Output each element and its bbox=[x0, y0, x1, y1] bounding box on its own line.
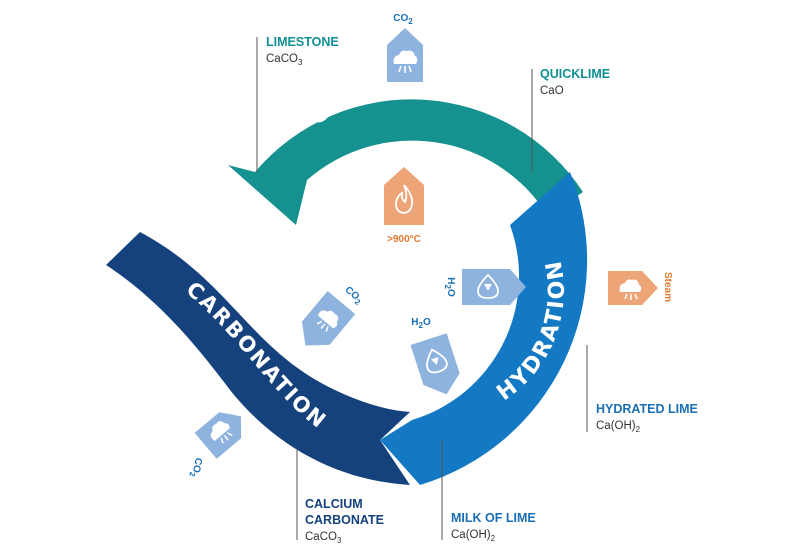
steam-out-label: Steam bbox=[662, 272, 673, 302]
calcium-carbonate-formula: CaCO3 bbox=[305, 531, 342, 545]
calcination-band bbox=[228, 99, 583, 225]
milk-of-lime-label: MILK OF LIME Ca(OH)2 bbox=[451, 511, 536, 543]
hydrated-lime-name: HYDRATED LIME bbox=[596, 402, 698, 416]
co2-in-mid-arrow bbox=[301, 291, 356, 346]
steam-out-arrow: Steam bbox=[608, 271, 673, 305]
cloud-icon bbox=[619, 279, 642, 300]
quicklime-label: QUICKLIME CaO bbox=[540, 67, 610, 97]
flame-icon bbox=[395, 184, 413, 214]
water-in-top-label: H2O bbox=[443, 277, 456, 297]
hydrated-lime-label: HYDRATED LIME Ca(OH)2 bbox=[596, 402, 698, 434]
heat-in-label: >900°C bbox=[387, 234, 421, 245]
milk-of-lime-name: MILK OF LIME bbox=[451, 511, 536, 525]
co2-in-mid-label: CO2 bbox=[341, 285, 365, 308]
water-drop-icon bbox=[426, 348, 448, 374]
limestone-label: LIMESTONE CaCO3 bbox=[266, 35, 339, 67]
limestone-name: LIMESTONE bbox=[266, 35, 339, 49]
cloud-icon bbox=[210, 421, 233, 444]
water-in-mid-label: H2O bbox=[411, 317, 431, 330]
carbonation-band bbox=[106, 232, 410, 485]
calcium-carbonate-name-line1: CALCIUM bbox=[305, 497, 363, 511]
quicklime-formula: CaO bbox=[540, 85, 564, 97]
water-drop-icon bbox=[477, 273, 499, 299]
calcium-carbonate-label: CALCIUM CARBONATE CaCO3 bbox=[305, 497, 384, 545]
hydration-band bbox=[380, 172, 588, 485]
milk-of-lime-formula: Ca(OH)2 bbox=[451, 529, 496, 543]
heat-in-arrow: >900°C bbox=[384, 167, 424, 245]
calcium-carbonate-name-line2: CARBONATE bbox=[305, 513, 384, 527]
water-in-top-arrow: H2O bbox=[443, 269, 526, 305]
co2-in-low-arrow bbox=[194, 412, 242, 459]
cloud-icon bbox=[316, 310, 339, 332]
water-in-mid-arrow bbox=[410, 333, 460, 395]
co2-out-label: CO2 bbox=[393, 13, 413, 26]
limestone-formula: CaCO3 bbox=[266, 53, 303, 67]
co2-out-arrow: CO2 bbox=[387, 13, 423, 82]
quicklime-name: QUICKLIME bbox=[540, 67, 610, 81]
cloud-icon bbox=[393, 50, 418, 73]
co2-in-low-label: CO2 bbox=[187, 457, 203, 479]
hydrated-lime-formula: Ca(OH)2 bbox=[596, 420, 641, 434]
